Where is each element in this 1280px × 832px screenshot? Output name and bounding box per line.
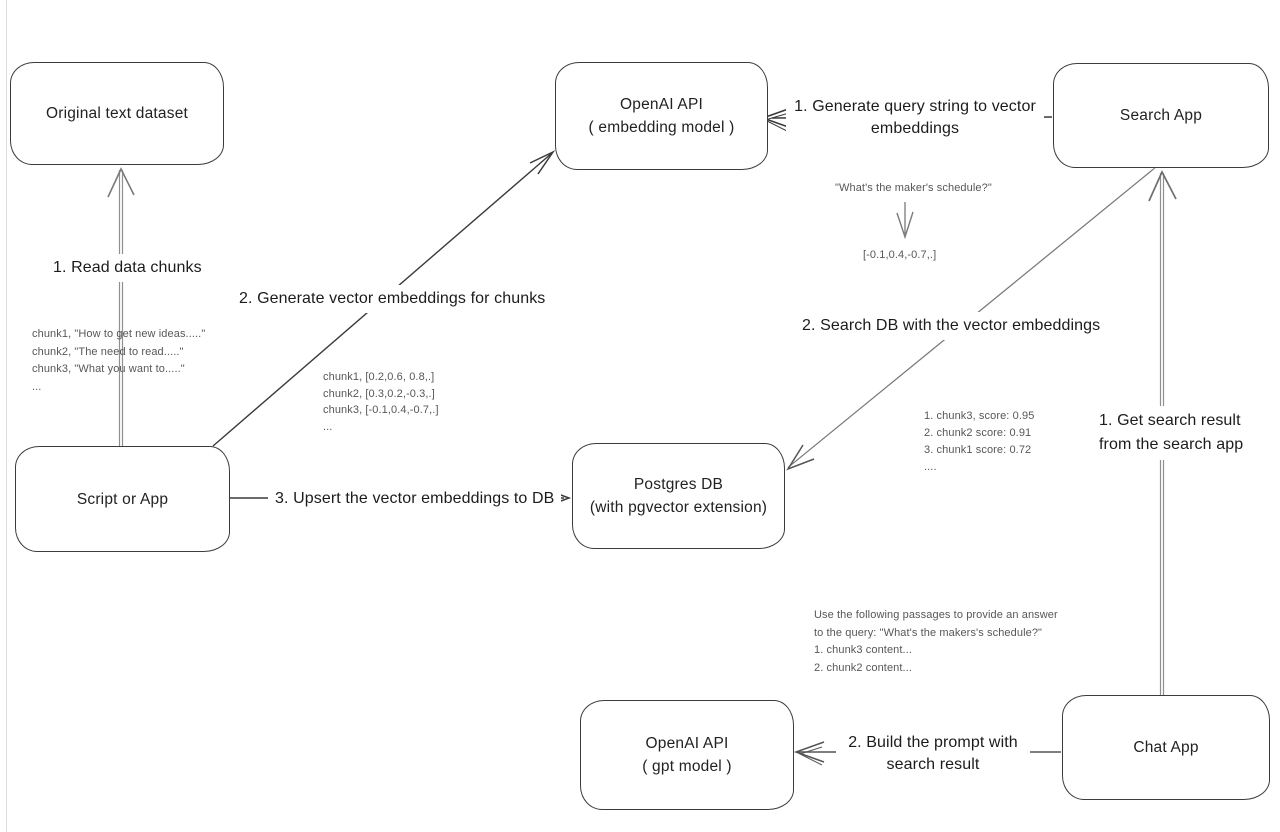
label-search-db: 2. Search DB with the vector embeddings [795,312,1108,340]
arrow-query-string-to-embedding [896,202,914,240]
annotation-line: ... [32,380,42,393]
label-line: search result [886,756,980,773]
annotation-query-string: "What's the maker's schedule?" [835,182,992,194]
annotation-line: 2. chunk2 score: 0.91 [924,427,1032,439]
annotation-line: to the query: "What's the makers's sched… [814,626,1043,639]
annotation-chunk-vectors: chunk1, [0.2,0.6, 0.8,.] chunk2, [0.3,0.… [323,369,439,435]
node-original-text-dataset: Original text dataset [10,62,224,165]
arrow-read-data-chunks [107,167,135,446]
annotation-line: chunk3, "What you want to....." [32,363,185,375]
node-search-app: Search App [1053,63,1269,168]
node-label: OpenAI API [620,96,703,113]
node-sublabel: (with pgvector extension) [589,499,768,516]
label-line: from the search app [1099,436,1244,453]
annotation-line: .... [924,461,937,473]
annotation-search-scores: 1. chunk3, score: 0.95 2. chunk2 score: … [924,408,1034,476]
node-label: Original text dataset [45,105,189,122]
annotation-line: 1. chunk3 content... [814,644,913,656]
node-openai-gpt: OpenAI API ( gpt model ) [580,700,794,810]
node-script-or-app: Script or App [15,446,230,552]
node-label: Chat App [1133,739,1199,756]
label-upsert-to-db: 3. Upsert the vector embeddings to DB [268,485,562,513]
annotation-line: Use the following passages to provide an… [814,609,1058,621]
label-generate-embeddings: 2. Generate vector embeddings for chunks [232,285,553,313]
annotation-line: chunk2, "The need to read....." [32,345,184,358]
annotation-line: chunk2, [0.3,0.2,-0.3,.] [323,387,435,400]
label-line: embeddings [870,120,960,137]
node-label: Search App [1119,107,1203,124]
annotation-prompt-text: Use the following passages to provide an… [814,607,1058,677]
label-line: 1. Get search result [1099,412,1241,429]
label-read-data-chunks: 1. Read data chunks [46,254,209,282]
node-label: Postgres DB [633,476,724,493]
node-postgres-db: Postgres DB (with pgvector extension) [572,443,785,549]
node-sublabel: ( gpt model ) [642,758,732,775]
node-chat-app: Chat App [1062,695,1270,800]
annotation-line: chunk3, [-0.1,0.4,-0.7,.] [323,404,439,416]
label-query-to-vector: 1. Generate query string to vector embed… [786,93,1044,143]
annotation-line: ... [323,420,333,433]
annotation-line: chunk1, [0.2,0.6, 0.8,.] [323,371,435,383]
annotation-chunks-text: chunk1, "How to get new ideas....." chun… [32,326,205,396]
node-openai-embedding: OpenAI API ( embedding model ) [555,62,768,170]
label-line: 2. Build the prompt with [848,734,1018,751]
node-label: Script or App [76,490,169,508]
annotation-line: chunk1, "How to get new ideas....." [32,328,206,340]
node-label: OpenAI API [645,735,729,752]
annotation-query-vector: [-0.1,0.4,-0.7,.] [863,249,937,261]
label-build-prompt: 2. Build the prompt with search result [836,729,1030,779]
annotation-line: 1. chunk3, score: 0.95 [924,410,1035,422]
canvas-edge-line [6,0,7,832]
label-line: 1. Generate query string to vector [794,98,1036,115]
annotation-line: 2. chunk2 content... [814,661,913,674]
node-sublabel: ( embedding model ) [588,119,735,136]
annotation-line: 3. chunk1 score: 0.72 [924,444,1032,456]
label-get-search-result: 1. Get search result from the search app [1092,406,1251,460]
